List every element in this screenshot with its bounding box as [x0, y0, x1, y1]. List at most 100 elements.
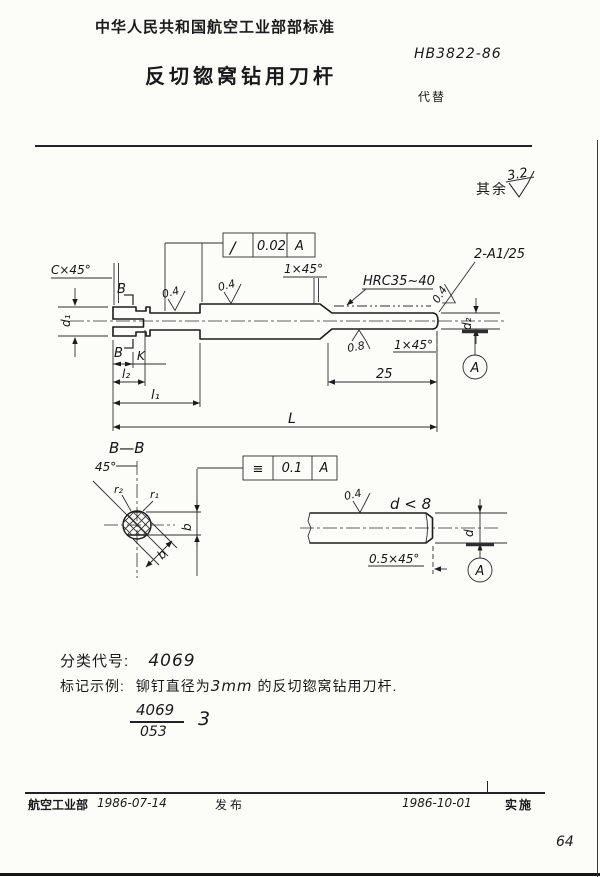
datum-letter-variant: A [475, 564, 485, 579]
roughness-note-prefix: 其余 [476, 181, 508, 197]
hardness-label: HRC35~40 [363, 274, 435, 289]
center-holes-leader [438, 261, 476, 313]
symmetry-symbol: ≡ [253, 462, 264, 477]
classification-label: 分类代号: [60, 653, 130, 670]
footer-issue-label: 发布 [215, 798, 246, 812]
head-slot [112, 318, 145, 328]
main-view: C×45° d₁ B B / 0.02 A 0.4 [51, 232, 525, 432]
d1-label: d₁ [59, 314, 73, 327]
footer-impl-date: 1986-10-01 [402, 796, 472, 810]
header-rule [35, 145, 532, 147]
footer-divider [487, 781, 488, 793]
runout-symbol: / [228, 238, 237, 257]
datum-circle-main [462, 354, 488, 380]
section-mark-top: B [117, 282, 126, 297]
roughness-08-pilot: 0.8 [346, 329, 371, 355]
runout-tolerance-frame: / 0.02 A [164, 232, 316, 311]
supersedes-label: 代替 [418, 90, 447, 104]
r1-leader [142, 500, 154, 512]
scan-edge-bottom [0, 873, 600, 876]
marking-example-diameter: 3mm [210, 677, 253, 695]
b-label-vertical: b [180, 523, 194, 531]
variant-d-label: d [462, 529, 476, 537]
d2-extension-lines [441, 312, 500, 330]
shaft-profile [112, 303, 434, 340]
section-hatching [122, 512, 152, 535]
roughness-note-value: 3.2 [506, 166, 529, 184]
section-centerlines [104, 461, 175, 578]
variant-break-line [307, 512, 312, 544]
shaft-right-end [432, 312, 439, 330]
r1-label: r₁ [150, 488, 159, 501]
variant-chamfer-label: 0.5×45° [369, 552, 419, 566]
center-holes-label: 2-A1/25 [474, 247, 525, 262]
roughness-value: 0.4 [217, 277, 237, 294]
hardness-leader [346, 288, 367, 306]
page-number: 64 [556, 834, 574, 850]
L-label: L [288, 411, 296, 427]
standard-code: HB3822-86 [414, 46, 502, 62]
classification-note: 分类代号: 4069 [60, 650, 196, 671]
dim25-extensions [327, 333, 438, 432]
variant-condition: d < 8 [390, 495, 431, 513]
datum-letter-main: A [470, 361, 480, 376]
variant-shaft [309, 512, 434, 544]
c-chamfer-label: C×45° [51, 263, 91, 277]
marking-example-suffix: 的反切锪窝钻用刀杆. [252, 678, 398, 694]
k-dim-line [113, 352, 166, 368]
r2-leader [121, 494, 132, 512]
runout-datum-ref: A [294, 239, 304, 254]
section-title: B—B [109, 439, 145, 457]
classification-code: 4069 [148, 651, 196, 671]
footer-impl-label: 实施 [505, 798, 534, 812]
b-diagonal-dim [145, 540, 173, 568]
variant-chamfer-line [425, 513, 428, 543]
footer-issue-date: 1986-07-14 [97, 796, 167, 810]
designation-numerator: 4069 [136, 701, 175, 719]
fraction-bar [130, 721, 184, 723]
roughness-value: 0.4 [161, 284, 181, 301]
designation-fraction: 4069 [136, 701, 174, 719]
document-title: 反切锪窝钻用刀杆 [145, 66, 337, 88]
section-mark-bottom: B [114, 346, 123, 361]
k-arrows [113, 361, 133, 367]
chamfer-1x45-right-label: 1×45° [394, 338, 433, 352]
chamfer-1x45-left-label: 1×45° [284, 262, 323, 276]
datum-circle-variant [467, 557, 493, 583]
roughness-value: 0.8 [346, 339, 365, 355]
section-circle [122, 510, 152, 540]
k-label: K [137, 349, 146, 363]
roughness-04-variant: 0.4 [343, 487, 371, 514]
runout-tolerance-value: 0.02 [257, 239, 286, 254]
runout-leader [164, 242, 223, 311]
section-plane-marks [124, 294, 134, 349]
b-label-diagonal: b [154, 547, 170, 563]
variant-view: d < 8 0.4 0.5×45° d A [300, 487, 507, 583]
marking-example-label: 标记示例: [60, 678, 125, 694]
section-view: B—B 45° r₂ r₁ b b [92, 439, 338, 578]
roughness-04-body: 0.4 [217, 277, 242, 305]
footer-rule [25, 792, 545, 794]
roughness-note-symbol: 3.2 [505, 166, 535, 198]
symmetry-datum-ref: A [319, 461, 329, 476]
angle-45-label: 45° [95, 460, 116, 474]
designation-diameter: 3 [198, 708, 211, 730]
d1-extension-lines [58, 306, 108, 337]
roughness-value: 0.4 [343, 487, 363, 503]
designation-denominator: 053 [140, 724, 167, 740]
standard-organization: 中华人民共和国航空工业部部标准 [95, 19, 336, 36]
b-extension-lines [146, 511, 201, 536]
footer-issuer: 航空工业部 [28, 798, 89, 812]
r2-label: r₂ [114, 483, 124, 496]
c-chamfer-leader [51, 263, 119, 305]
l1-label: l₁ [151, 388, 160, 403]
roughness-04-neck: 0.4 [161, 284, 186, 312]
marking-example-prefix: 铆钉直径为 [135, 678, 211, 694]
dim25-label: 25 [376, 367, 393, 382]
scan-edge-right [596, 140, 598, 877]
marking-example-note: 标记示例: 铆钉直径为3mm 的反切锪窝钻用刀杆. [60, 676, 397, 696]
symmetry-tolerance-frame: ≡ 0.1 A [197, 455, 338, 481]
l2-label: l₂ [122, 367, 130, 381]
